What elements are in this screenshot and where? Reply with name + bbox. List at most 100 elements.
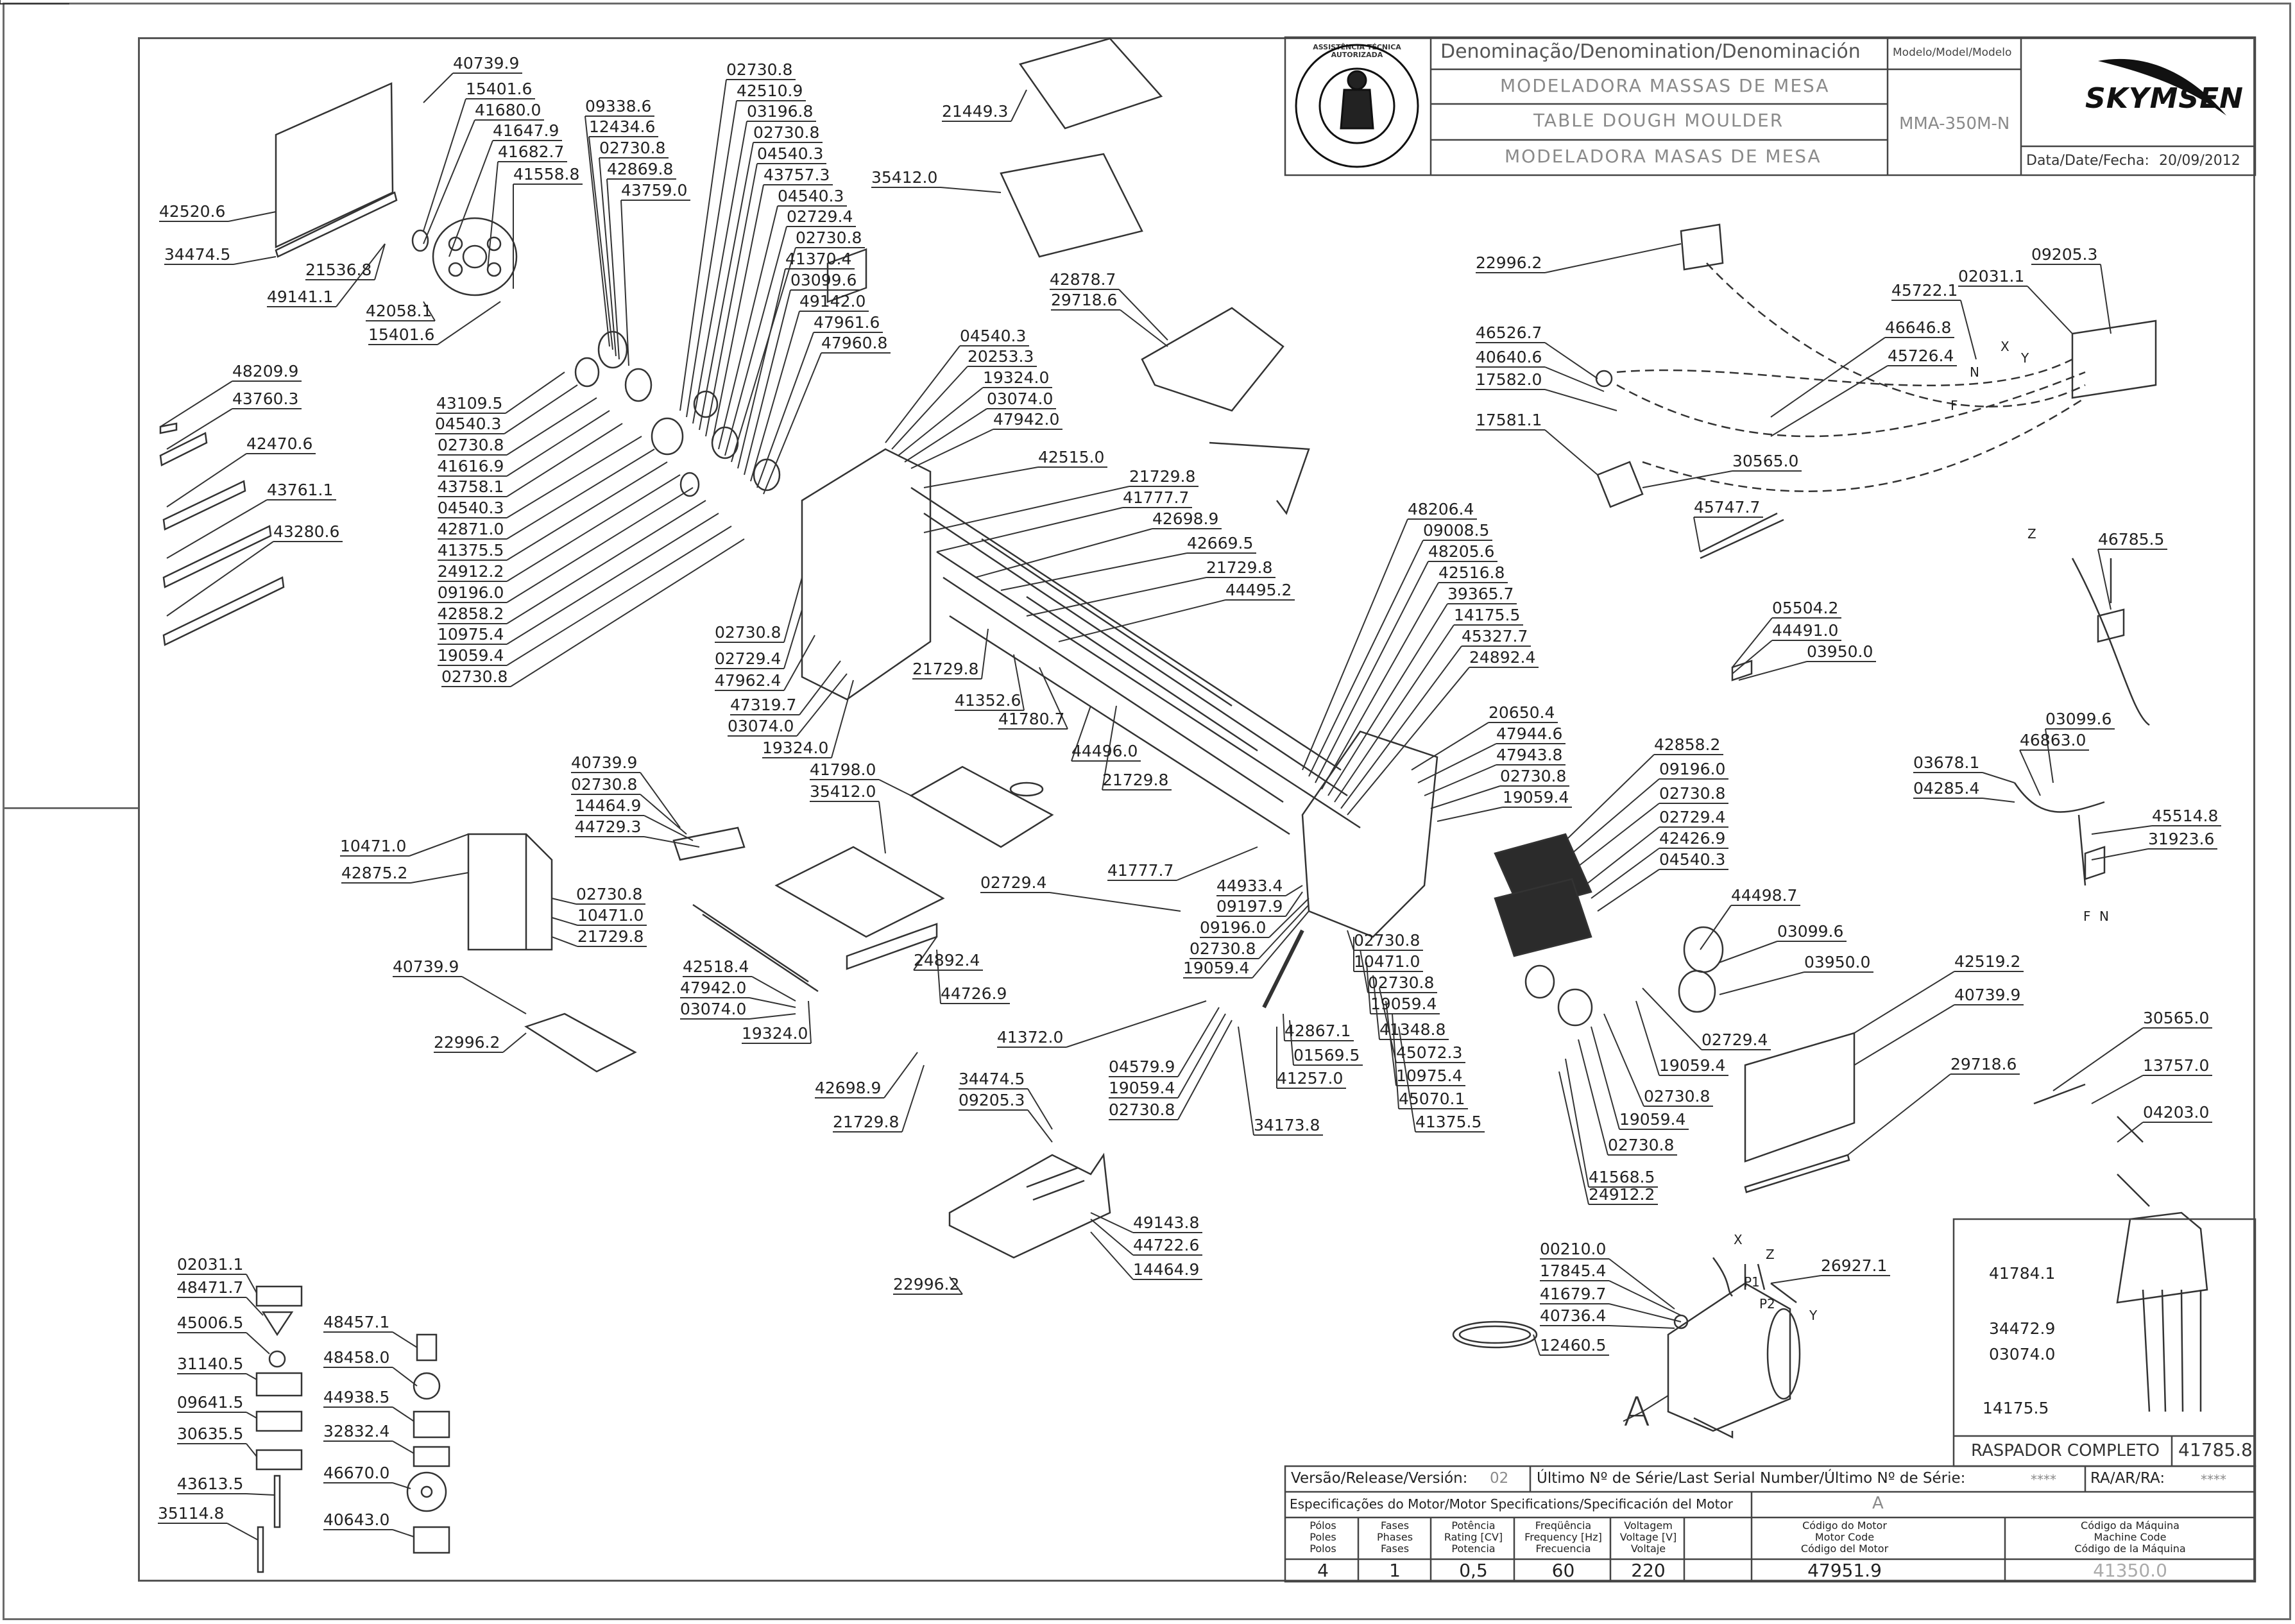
callout-leader (737, 268, 786, 469)
label-31140 (268, 1350, 286, 1368)
callout-leader (718, 205, 778, 450)
brand-logo: SKYMSEN (2085, 82, 2244, 115)
callout-leader (1533, 1334, 1540, 1356)
callout-leader (505, 372, 565, 414)
part-callout: 19324.0 (983, 368, 1050, 387)
wire-letter-3: F (1950, 398, 1958, 413)
bar-44729 (672, 826, 746, 861)
spec-col-0-header-0: Pólos (1310, 1519, 1336, 1532)
part-callout: 04540.3 (778, 187, 844, 205)
part-callout: 03099.6 (790, 271, 857, 289)
callout-leader (1565, 754, 1655, 841)
part-callout: 35412.0 (810, 782, 876, 801)
label-48457 (257, 1526, 264, 1573)
part-callout: 29718.6 (1950, 1055, 2017, 1073)
callout-leader (423, 301, 436, 321)
part-callout: 41558.8 (513, 165, 580, 184)
callout-leader (750, 311, 800, 482)
part-callout: 04540.3 (438, 499, 504, 517)
callout-leader (1238, 1026, 1254, 1136)
callout-leader (423, 98, 466, 232)
part-callout: 45514.8 (2152, 807, 2219, 825)
wire-letter-2: N (1970, 364, 1979, 380)
callout-leader (1642, 987, 1702, 1050)
callout-leader (606, 178, 620, 360)
scraper-part-2: 34472.9 (1989, 1319, 2056, 1338)
part-callout: 47942.0 (680, 979, 747, 997)
callout-leader (246, 1443, 257, 1457)
seal-text: ASSISTÊNCIA TÉCNICA AUTORIZADA (1313, 43, 1401, 60)
callout-leader (1379, 987, 1397, 1063)
part-callout: 31923.6 (2148, 830, 2215, 848)
callout-leader (409, 833, 469, 857)
part-callout: 14464.9 (1133, 1260, 1200, 1279)
callout-leader (2091, 825, 2153, 835)
part-callout: 42470.6 (246, 434, 313, 453)
callout-leader (506, 487, 694, 603)
callout-leader (1177, 1007, 1220, 1077)
part-callout: 48457.1 (323, 1313, 390, 1331)
callout-leader (640, 772, 681, 828)
part-callout: 10471.0 (340, 837, 407, 855)
date-value: 20/09/2012 (2159, 153, 2240, 169)
part-callout: 20253.3 (968, 347, 1034, 366)
scraper-part-1: 41784.1 (1989, 1264, 2056, 1283)
side-plate-42516 (1301, 730, 1438, 938)
callout-leader (1417, 743, 1497, 783)
part-callout: 43613.5 (177, 1474, 244, 1493)
part-callout: 45072.3 (1396, 1043, 1463, 1062)
part-callout: 47960.8 (821, 334, 888, 352)
callout-leader (166, 408, 233, 450)
callout-leader (1302, 518, 1408, 771)
part-callout: 02730.8 (1659, 784, 1726, 803)
callout-leader (584, 115, 610, 347)
callout-leader (246, 1412, 257, 1419)
label-09641 (255, 1372, 303, 1397)
callout-leader (506, 513, 719, 645)
pulley-hub (462, 244, 488, 269)
callout-leader (1258, 904, 1310, 959)
scraper-label: RASPADOR COMPLETO (1971, 1441, 2160, 1460)
callout-leader (724, 226, 787, 456)
roller-41798 (909, 765, 1054, 848)
serial-value: **** (2031, 1472, 2056, 1487)
callout-leader (1578, 803, 1660, 867)
callout-leader (883, 1052, 918, 1098)
part-callout: 41375.5 (1415, 1113, 1482, 1131)
spec-col-1-value: 1 (1389, 1560, 1401, 1581)
strip-42470 (162, 480, 246, 531)
part-callout: 02729.4 (980, 873, 1047, 892)
part-callout: 43758.1 (438, 477, 504, 496)
callout-leader (686, 100, 737, 418)
part-callout: 17845.4 (1540, 1261, 1607, 1280)
callout-leader (2100, 264, 2112, 334)
part-callout: 41370.4 (785, 250, 852, 268)
switch-30565 (1596, 461, 1644, 508)
part-callout: 10975.4 (1396, 1066, 1463, 1085)
part-callout: 41372.0 (997, 1028, 1064, 1047)
model-header: Modelo/Model/Modelo (1893, 46, 2012, 59)
label-48471 (255, 1285, 303, 1307)
part-callout: 44496.0 (1071, 742, 1138, 760)
part-callout: 03074.0 (728, 717, 794, 735)
part-callout: 41568.5 (1589, 1168, 1655, 1186)
part-callout: 02730.8 (726, 60, 793, 79)
callout-leader (1578, 1039, 1608, 1156)
part-callout: 48205.6 (1428, 542, 1495, 561)
callout-leader (1372, 975, 1380, 1040)
callout-leader (506, 500, 706, 624)
part-callout: 41777.7 (1107, 861, 1174, 880)
title-block-lines (1284, 36, 2257, 1583)
chute-21449 (1018, 37, 1163, 130)
part-callout: 09338.6 (585, 97, 652, 115)
part-callout: 47962.4 (715, 671, 781, 690)
motor-terminal-3: P2 (1759, 1296, 1775, 1312)
callout-leader (487, 161, 499, 270)
part-callout: 45327.7 (1462, 627, 1528, 645)
part-callout: 02729.4 (787, 207, 853, 226)
spec-col-2-header-2: Potencia (1451, 1543, 1496, 1555)
part-callout: 21729.8 (1102, 771, 1169, 789)
part-callout: 45722.1 (1891, 281, 1958, 300)
callout-leader (1283, 1013, 1285, 1041)
callout-leader (936, 507, 1123, 552)
